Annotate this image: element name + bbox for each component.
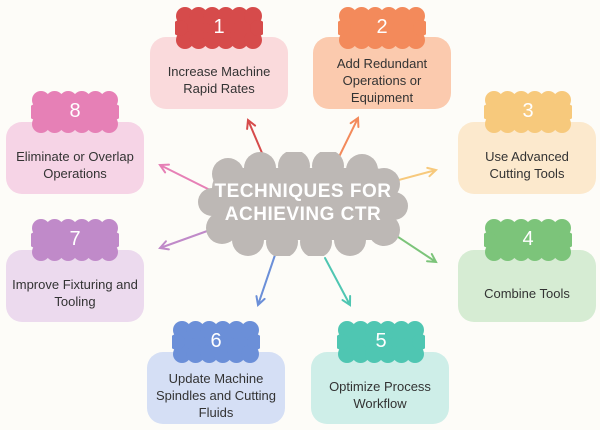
number-cloud: 6 bbox=[172, 320, 260, 364]
step-number: 2 bbox=[376, 16, 388, 38]
technique-label: Improve Fixturing and Tooling bbox=[12, 277, 138, 309]
arrow-6 bbox=[255, 254, 276, 307]
technique-box: Update Machine Spindles and Cutting Flui… bbox=[147, 352, 285, 424]
arrow-5 bbox=[324, 257, 352, 307]
technique-box: Eliminate or Overlap Operations bbox=[6, 122, 144, 194]
number-cloud: 7 bbox=[31, 218, 119, 262]
center-title-cloud: TECHNIQUES FOR ACHIEVING CTR bbox=[198, 150, 408, 258]
technique-box: Optimize Process Workflow bbox=[311, 352, 449, 424]
technique-label: Add Redundant Operations or Equipment bbox=[336, 55, 428, 105]
technique-label: Combine Tools bbox=[484, 285, 570, 301]
step-number: 3 bbox=[522, 100, 534, 122]
technique-label: Update Machine Spindles and Cutting Flui… bbox=[156, 370, 276, 420]
number-cloud: 8 bbox=[31, 90, 119, 134]
number-cloud: 1 bbox=[175, 6, 263, 50]
center-title: TECHNIQUES FOR ACHIEVING CTR bbox=[214, 181, 392, 225]
step-number: 4 bbox=[522, 228, 534, 250]
step-number: 5 bbox=[375, 330, 387, 352]
technique-label: Eliminate or Overlap Operations bbox=[16, 149, 134, 181]
technique-box: Combine Tools bbox=[458, 250, 596, 322]
technique-label: Optimize Process Workflow bbox=[329, 379, 431, 411]
number-cloud: 5 bbox=[337, 320, 425, 364]
technique-box: Use Advanced Cutting Tools bbox=[458, 122, 596, 194]
technique-label: Use Advanced Cutting Tools bbox=[485, 149, 569, 181]
technique-label: Increase Machine Rapid Rates bbox=[167, 64, 271, 96]
number-cloud: 3 bbox=[484, 90, 572, 134]
technique-box: Increase Machine Rapid Rates bbox=[150, 37, 288, 109]
step-number: 6 bbox=[210, 330, 222, 352]
step-number: 1 bbox=[213, 16, 225, 38]
arrow-7 bbox=[158, 229, 211, 251]
technique-box: Add Redundant Operations or Equipment bbox=[313, 37, 451, 109]
technique-box: Improve Fixturing and Tooling bbox=[6, 250, 144, 322]
arrow-8 bbox=[158, 163, 211, 191]
number-cloud: 4 bbox=[484, 218, 572, 262]
step-number: 8 bbox=[69, 100, 81, 122]
number-cloud: 2 bbox=[338, 6, 426, 50]
step-number: 7 bbox=[69, 228, 81, 250]
